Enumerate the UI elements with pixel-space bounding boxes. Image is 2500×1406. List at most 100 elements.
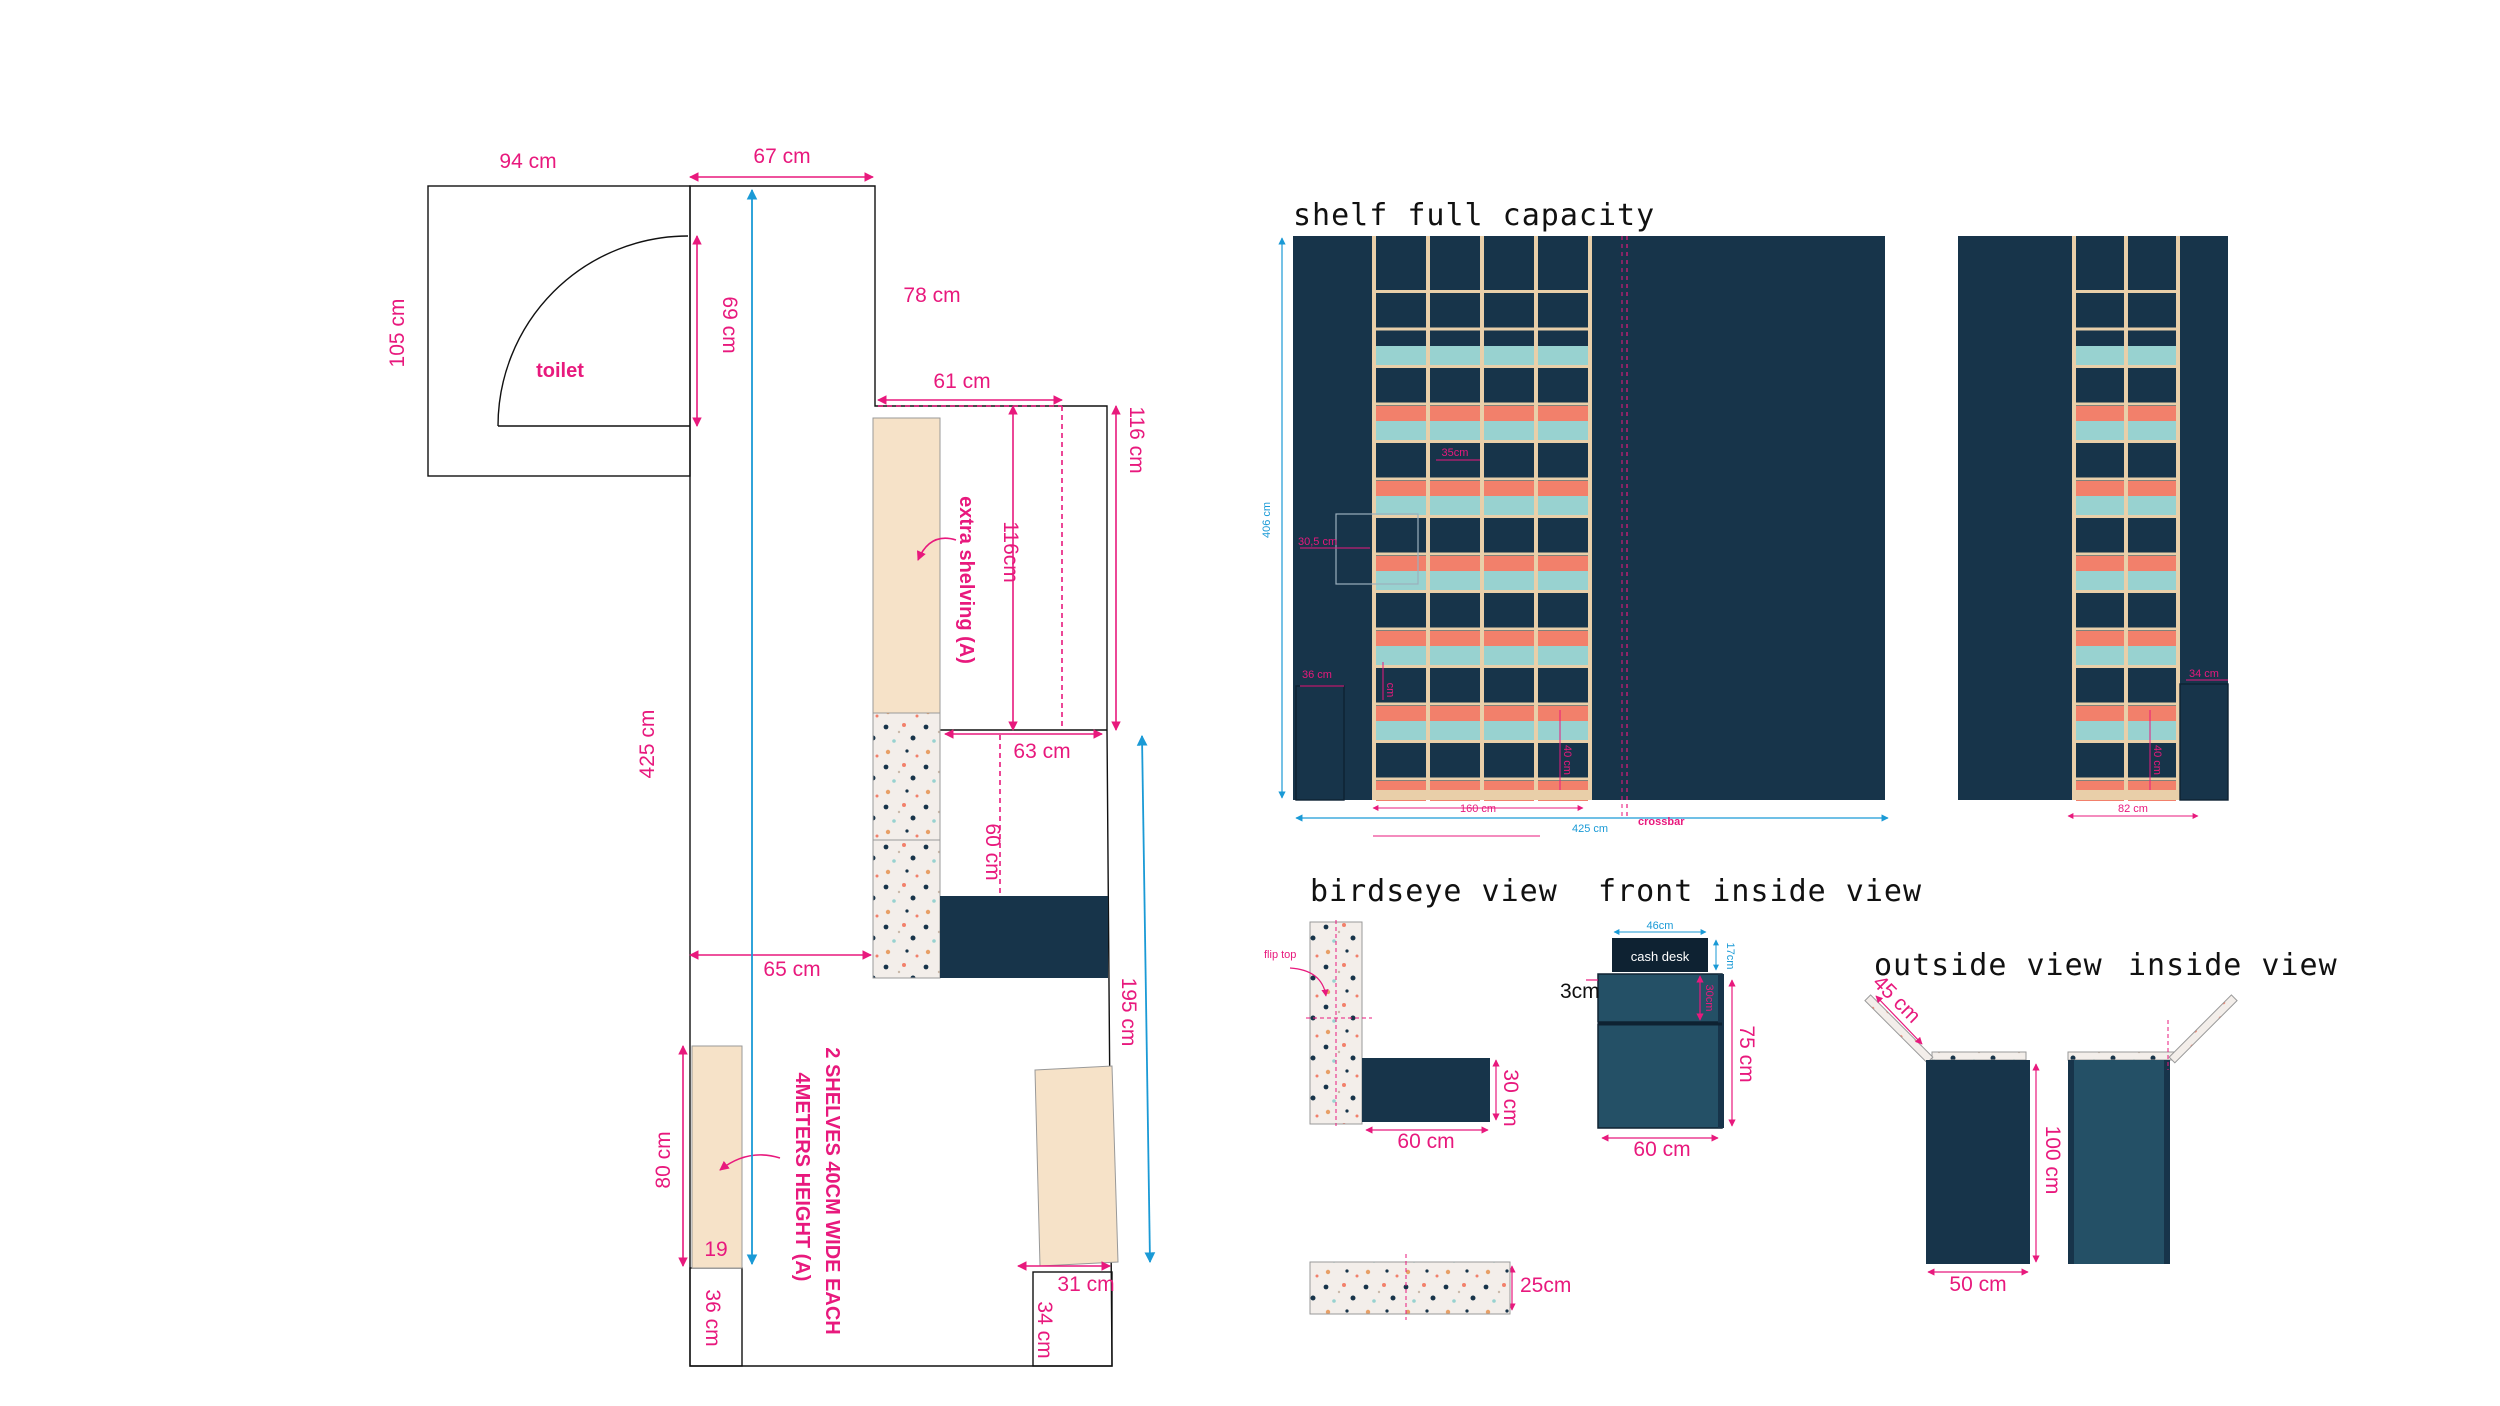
- side-shelf-unit: [2072, 236, 2180, 801]
- dim-116cm-inner: 116cm: [999, 521, 1022, 582]
- dim-40cm-side: 40 cm: [2151, 745, 2163, 775]
- dim-195cm: 195 cm: [1117, 978, 1140, 1047]
- shelf-board: [2076, 777, 2124, 781]
- shelf-base: [1372, 790, 1592, 800]
- desk-body: [1597, 1023, 1723, 1129]
- shelf-board: [2128, 777, 2176, 781]
- shelf-board: [2128, 365, 2176, 368]
- shelf-bin-teal: [1538, 346, 1588, 366]
- shelf-board: [1430, 477, 1480, 481]
- shelves-note-line1: 2 SHELVES 40CM WIDE EACH: [821, 1047, 843, 1334]
- shelf-board: [1484, 702, 1534, 706]
- shelf-bin-teal: [1430, 571, 1480, 591]
- shelf-board: [1376, 740, 1426, 743]
- outside-flip-top: [1931, 1051, 2027, 1061]
- shelf-board: [2076, 402, 2124, 406]
- shelf-bin-teal: [1484, 346, 1534, 366]
- shelf-board: [1376, 665, 1426, 668]
- cash-desk-label: cash desk: [1631, 949, 1690, 964]
- shelf-post: [2176, 236, 2180, 800]
- shelf-board: [1484, 740, 1534, 743]
- shelf-board: [2128, 515, 2176, 518]
- toilet-door-arc: [497, 235, 689, 427]
- outside-desk-body: [1926, 1060, 2030, 1264]
- inside-desk-body: [2068, 1060, 2170, 1264]
- shelf-board: [2128, 327, 2176, 331]
- flip-top-label: flip top: [1264, 949, 1296, 961]
- shelf-board: [1538, 290, 1588, 293]
- shelf-board: [2076, 290, 2124, 293]
- shelf-board: [1430, 402, 1480, 406]
- shelf-bin-teal: [2128, 496, 2176, 516]
- birdseye-desk: [1362, 1058, 1490, 1122]
- shelf-bin-teal: [1484, 571, 1534, 591]
- dim-78cm: 78 cm: [903, 284, 960, 307]
- shelf-board: [1538, 590, 1588, 593]
- shelf-board: [1538, 552, 1588, 556]
- toilet-room: [427, 185, 691, 477]
- shelf-bin-teal: [2128, 571, 2176, 591]
- shelf-board: [2128, 290, 2176, 293]
- shelf-board: [1376, 365, 1426, 368]
- shelf-board: [1376, 402, 1426, 406]
- inside-flip-panel: [2168, 994, 2238, 1064]
- shelf-board: [1484, 365, 1534, 368]
- dim-35cm: 35cm: [1442, 447, 1469, 459]
- cash-desk-screen: [1612, 938, 1708, 972]
- shelf-bin-teal: [1430, 496, 1480, 516]
- dim-36cm-cabinet: 36 cm: [1302, 669, 1332, 681]
- dim-36cm: 36 cm: [701, 1289, 724, 1346]
- shelf-board: [1538, 515, 1588, 518]
- shelf-board: [1376, 552, 1426, 556]
- dim-67cm: 67 cm: [753, 145, 810, 168]
- shelf-board: [1538, 627, 1588, 631]
- shelf-board: [2128, 590, 2176, 593]
- birdseye-terrazzo-counter: [1309, 921, 1363, 1125]
- shelf-board: [1430, 665, 1480, 668]
- shelf-board: [2076, 477, 2124, 481]
- shelf-bin-teal: [2076, 421, 2124, 441]
- shelf-post: [1588, 236, 1592, 800]
- terrazzo-counter: [872, 712, 941, 979]
- outside-view-title: outside view: [1874, 948, 2103, 983]
- shelf-base: [2072, 790, 2180, 800]
- main-shelf-unit: [1372, 236, 1592, 801]
- dim-31cm: 31 cm: [1057, 1273, 1114, 1296]
- dim-100cm: 100 cm: [2041, 1126, 2064, 1195]
- dim-34cm-side: 34 cm: [2189, 668, 2219, 680]
- shelf-board: [1376, 477, 1426, 481]
- shelf-bin-teal: [1538, 721, 1588, 741]
- shelf-board: [2076, 702, 2124, 706]
- floor-plan: [427, 185, 1113, 1367]
- shelf-bin-teal: [1430, 346, 1480, 366]
- dim-69cm: 69 cm: [718, 296, 741, 353]
- inside-view-title: inside view: [2128, 948, 2338, 983]
- shelf-board: [1538, 665, 1588, 668]
- shelf-bin-teal: [1484, 496, 1534, 516]
- side-wall-cabinet: [2179, 683, 2229, 801]
- dim-80cm: 80 cm: [652, 1131, 675, 1188]
- shelf-board: [1538, 440, 1588, 443]
- shelf-board: [1376, 777, 1426, 781]
- dim-50cm: 50 cm: [1949, 1273, 2006, 1296]
- shelf-bin-teal: [2076, 721, 2124, 741]
- cash-desk-plan: [940, 896, 1108, 978]
- shelf-board: [1538, 327, 1588, 331]
- shelf-bin-teal: [1430, 646, 1480, 666]
- shelf-full-capacity-title: shelf full capacity: [1293, 198, 1655, 233]
- shelf-post: [1534, 236, 1538, 800]
- dim-425cm: 425 cm: [636, 710, 659, 779]
- crossbar-label: crossbar: [1638, 816, 1685, 828]
- shelf-board: [1484, 477, 1534, 481]
- bottom-right-box: [1032, 1271, 1113, 1367]
- shelf-board: [2128, 552, 2176, 556]
- shelf-board: [2128, 477, 2176, 481]
- shelf-board: [1376, 627, 1426, 631]
- shelf-board: [1430, 290, 1480, 293]
- dim-60cm-front: 60 cm: [1633, 1138, 1690, 1161]
- dim-75cm: 75 cm: [1735, 1025, 1758, 1082]
- dim-cm-small: cm: [1384, 683, 1396, 698]
- shelf-board: [1538, 702, 1588, 706]
- shelf-board: [2076, 552, 2124, 556]
